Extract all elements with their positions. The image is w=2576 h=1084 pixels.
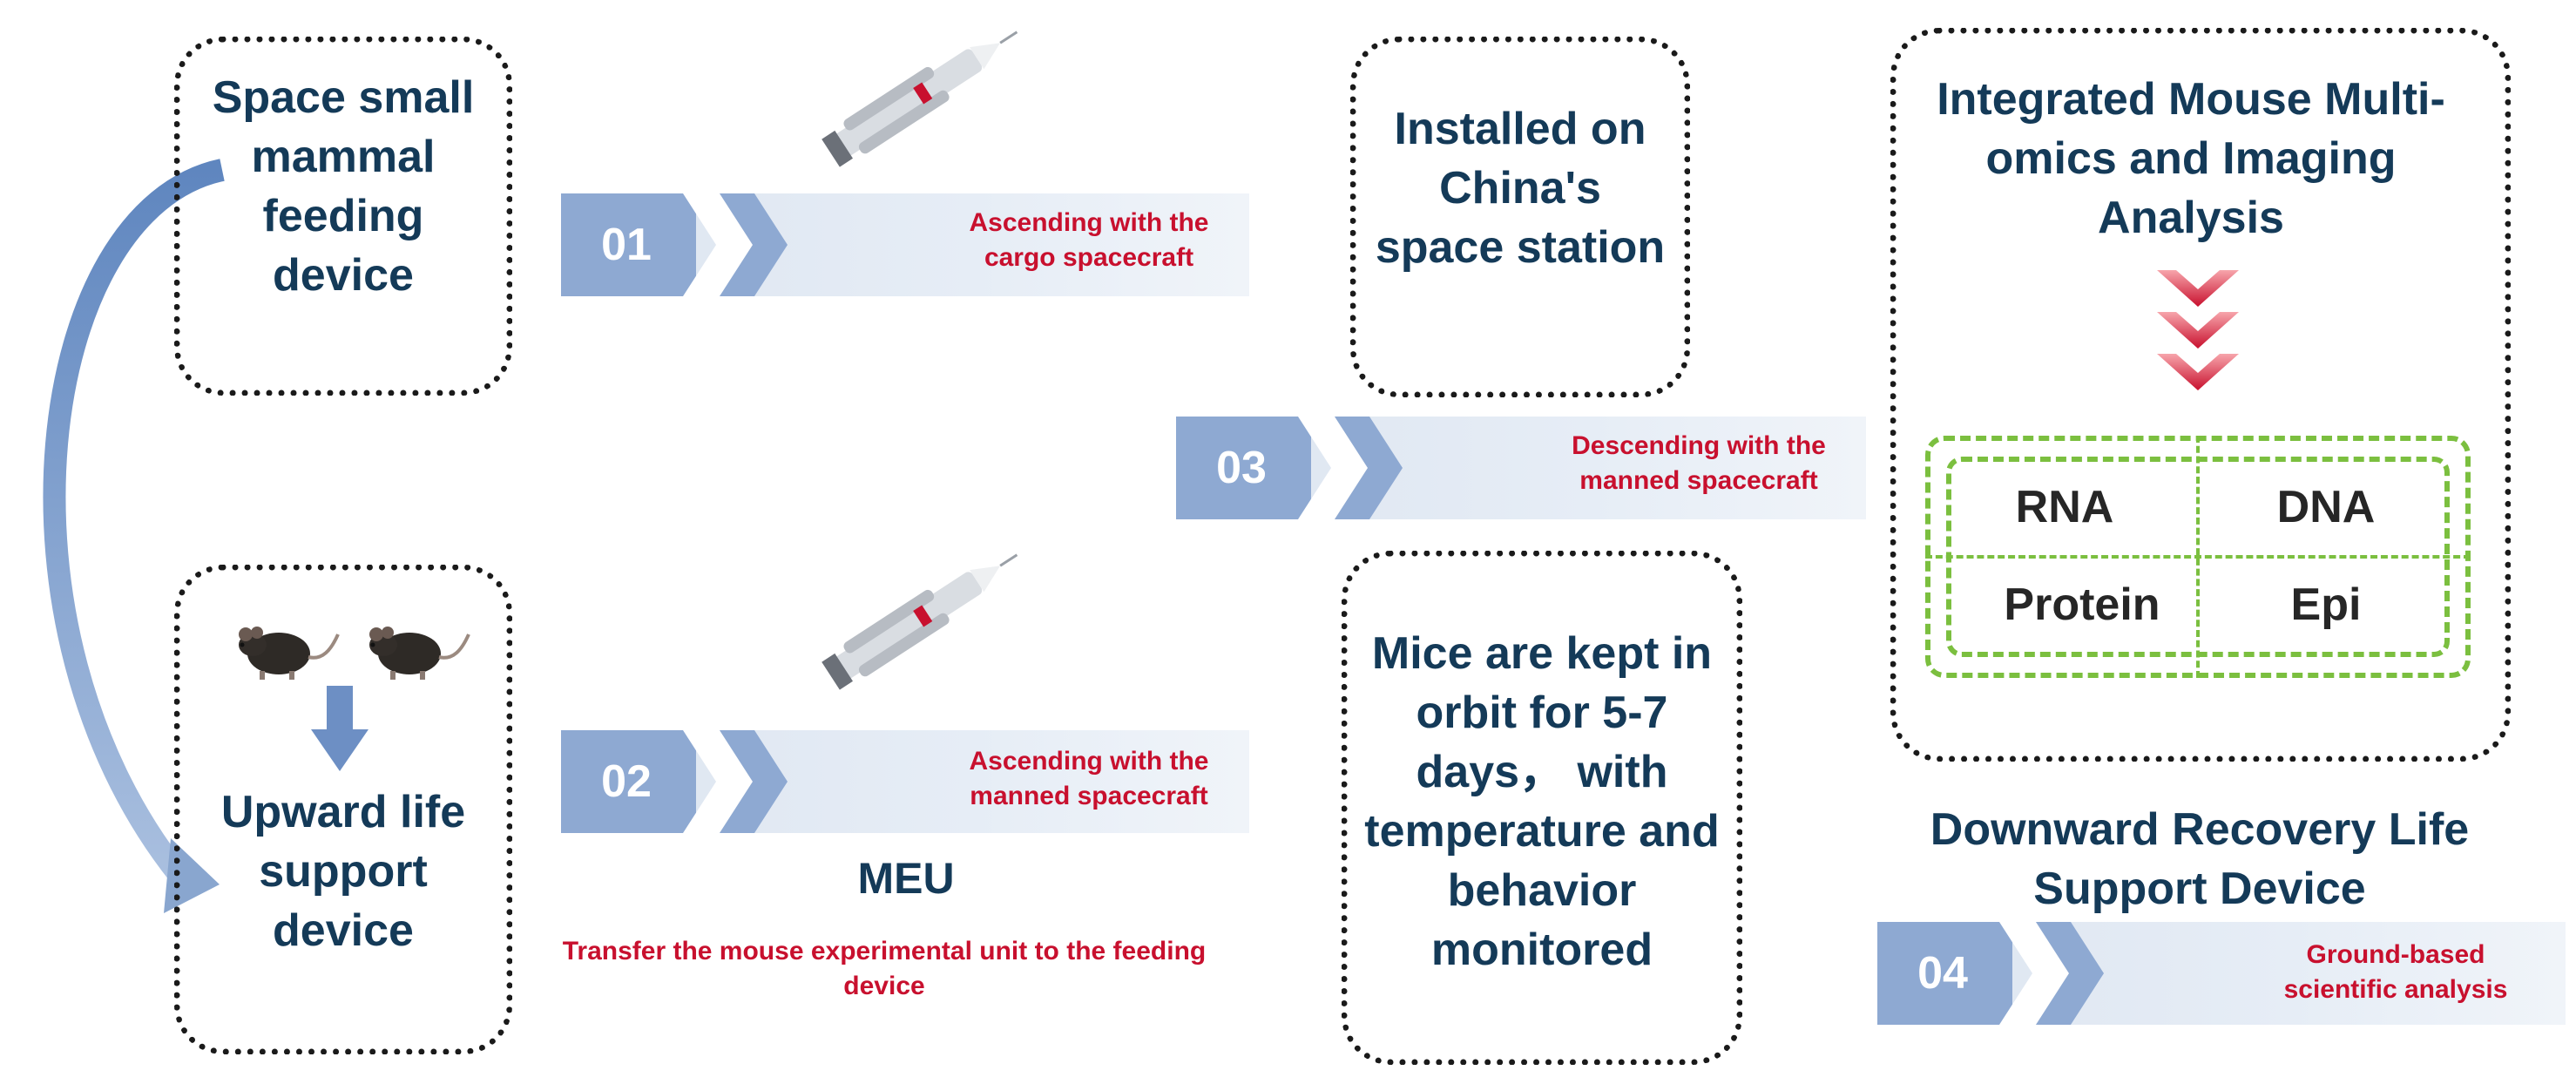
downward-label: Downward Recovery Life Support Device [1930,804,2470,914]
step-number-badge: 01 [561,193,696,296]
mouse-icon [239,627,340,680]
meu-caption: Transfer the mouse experimental unit to … [562,937,1207,1000]
feeding-device-label: Space small mammal feeding device [212,72,475,301]
step-number: 01 [601,220,652,270]
rocket-icon [821,30,1018,167]
installed-label: Installed on China's space station [1375,104,1666,273]
step-banner-01: 01 [561,193,1249,296]
mice-kept-label: Mice are kept in orbit for 5-7 days， wit… [1364,628,1720,975]
step-number: 04 [1917,948,1968,999]
installed-box [1350,37,1690,397]
integrated-box [1890,28,2511,762]
chevron-down-icon [2157,270,2239,390]
step-number-badge: 02 [561,730,696,833]
step-number: 03 [1216,443,1267,493]
upward-device-label: Upward life support device [220,787,466,956]
step-label-02: Ascending with the manned spacecraft [969,747,1209,810]
step-label-03: Descending with the manned spacecraft [1572,431,1826,495]
down-arrow-icon [311,686,368,771]
feeding-device-box [174,37,512,396]
omics-divider-horizontal [1925,555,2471,559]
mouse-icon [369,627,470,680]
chevron-right-icon [683,193,788,296]
step-banner-03: 03 [1176,417,1866,519]
omics-cell-protein: Protein [2004,579,2160,630]
step-banner-04: 04 [1877,922,2566,1025]
chevron-right-icon [1298,417,1403,519]
step-number-badge: 04 [1877,922,2012,1025]
upward-device-box [174,565,512,1054]
step-banner-02: 02 [561,730,1249,833]
integrated-label: Integrated Mouse Multi-omics and Imaging… [1937,74,2445,243]
step-number-badge: 03 [1176,417,1311,519]
step-label-04: Ground-based scientific analysis [2283,940,2508,1004]
meu-title: MEU [857,854,955,903]
rocket-icon [821,553,1018,690]
chevron-right-icon [1999,922,2104,1025]
omics-cell-dna: DNA [2276,482,2376,532]
step-number: 02 [601,756,652,807]
step-label-01: Ascending with the cargo spacecraft [969,208,1209,272]
mice-kept-box [1342,551,1742,1065]
omics-cell-rna: RNA [2015,482,2114,532]
omics-cell-epi: Epi [2290,579,2362,630]
chevron-right-icon [683,730,788,833]
